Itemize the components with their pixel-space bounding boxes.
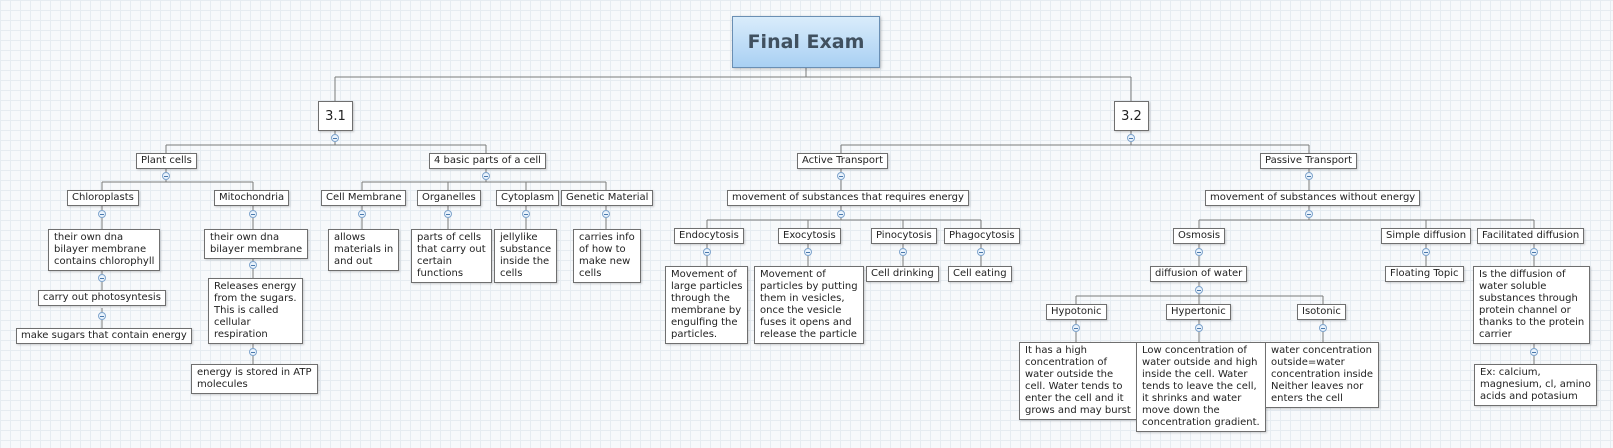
collapse-toggle-facilitated-note[interactable] bbox=[1530, 348, 1538, 356]
collapse-toggle-osmosis[interactable] bbox=[1195, 248, 1203, 256]
note-photosynthesis[interactable]: carry out photosyntesis bbox=[38, 290, 166, 306]
note-make-sugars[interactable]: make sugars that contain energy bbox=[16, 328, 192, 344]
topic-organelles[interactable]: Organelles bbox=[417, 190, 481, 206]
collapse-toggle-exocytosis[interactable] bbox=[804, 248, 812, 256]
note-facilitated-examples[interactable]: Ex: calcium, magnesium, cl, amino acids … bbox=[1474, 364, 1597, 406]
note-passive-definition[interactable]: movement of substances without energy bbox=[1205, 190, 1421, 206]
note-active-definition[interactable]: movement of substances that requires ene… bbox=[727, 190, 969, 206]
collapse-toggle-chloroplasts[interactable] bbox=[98, 210, 106, 218]
collapse-toggle-pinocytosis[interactable] bbox=[899, 248, 907, 256]
topic-genetic-material[interactable]: Genetic Material bbox=[561, 190, 654, 206]
topic-hypotonic[interactable]: Hypotonic bbox=[1046, 304, 1107, 320]
root-topic[interactable]: Final Exam bbox=[732, 16, 880, 68]
topic-isotonic[interactable]: Isotonic bbox=[1297, 304, 1346, 320]
collapse-toggle-phagocytosis[interactable] bbox=[977, 248, 985, 256]
collapse-toggle-mitochondria[interactable] bbox=[249, 210, 257, 218]
topic-facilitated-diffusion[interactable]: Facilitated diffusion bbox=[1477, 228, 1585, 244]
topic-exocytosis[interactable]: Exocytosis bbox=[778, 228, 841, 244]
collapse-toggle-active[interactable] bbox=[837, 172, 845, 180]
topic-mitochondria[interactable]: Mitochondria bbox=[214, 190, 290, 206]
collapse-toggle-passive-def[interactable] bbox=[1305, 210, 1313, 218]
collapse-toggle-photosynthesis[interactable] bbox=[98, 312, 106, 320]
note-membrane[interactable]: allows materials in and out bbox=[328, 229, 400, 271]
collapse-toggle-hypertonic[interactable] bbox=[1195, 324, 1203, 332]
section-3-2[interactable]: 3.2 bbox=[1114, 101, 1149, 131]
collapse-toggle-3-1[interactable] bbox=[331, 134, 339, 142]
topic-cell-membrane[interactable]: Cell Membrane bbox=[321, 190, 407, 206]
topic-simple-diffusion[interactable]: Simple diffusion bbox=[1381, 228, 1472, 244]
topic-plant-cells[interactable]: Plant cells bbox=[136, 153, 197, 169]
topic-chloroplasts[interactable]: Chloroplasts bbox=[67, 190, 139, 206]
collapse-toggle-simple[interactable] bbox=[1422, 248, 1430, 256]
collapse-toggle-cytoplasm[interactable] bbox=[522, 210, 530, 218]
topic-endocytosis[interactable]: Endocytosis bbox=[674, 228, 744, 244]
topic-basic-parts[interactable]: 4 basic parts of a cell bbox=[429, 153, 546, 169]
collapse-toggle-active-def[interactable] bbox=[837, 210, 845, 218]
collapse-toggle-releases[interactable] bbox=[249, 348, 257, 356]
collapse-toggle-chloro-note[interactable] bbox=[98, 274, 106, 282]
topic-cytoplasm[interactable]: Cytoplasm bbox=[496, 190, 560, 206]
note-exocytosis[interactable]: Movement of particles by putting them in… bbox=[754, 266, 864, 344]
note-facilitated[interactable]: Is the diffusion of water soluble substa… bbox=[1473, 266, 1591, 344]
note-phagocytosis[interactable]: Cell eating bbox=[948, 266, 1012, 282]
note-cytoplasm[interactable]: jellylike substance inside the cells bbox=[494, 229, 558, 283]
collapse-toggle-organelles[interactable] bbox=[444, 210, 452, 218]
note-organelles[interactable]: parts of cells that carry out certain fu… bbox=[411, 229, 492, 283]
note-hypotonic[interactable]: It has a high concentration of water out… bbox=[1019, 342, 1137, 420]
note-osmosis-definition[interactable]: diffusion of water bbox=[1150, 266, 1248, 282]
topic-phagocytosis[interactable]: Phagocytosis bbox=[944, 228, 1020, 244]
collapse-toggle-membrane[interactable] bbox=[358, 210, 366, 218]
collapse-toggle-mito-note[interactable] bbox=[249, 261, 257, 269]
note-hypertonic[interactable]: Low concentration of water outside and h… bbox=[1136, 342, 1266, 432]
collapse-toggle-passive[interactable] bbox=[1305, 172, 1313, 180]
note-genetic[interactable]: carries info of how to make new cells bbox=[573, 229, 641, 283]
topic-hypertonic[interactable]: Hypertonic bbox=[1166, 304, 1231, 320]
collapse-toggle-facilitated[interactable] bbox=[1530, 248, 1538, 256]
note-mitochondria-dna[interactable]: their own dna bilayer membrane bbox=[204, 229, 309, 259]
topic-passive-transport[interactable]: Passive Transport bbox=[1260, 153, 1358, 169]
collapse-toggle-isotonic[interactable] bbox=[1319, 324, 1327, 332]
note-isotonic[interactable]: water concentration outside=water concen… bbox=[1265, 342, 1380, 408]
topic-active-transport[interactable]: Active Transport bbox=[797, 153, 889, 169]
collapse-toggle-osmosis-def[interactable] bbox=[1195, 286, 1203, 294]
note-atp[interactable]: energy is stored in ATP molecules bbox=[191, 364, 318, 394]
collapse-toggle-plant-cells[interactable] bbox=[162, 172, 170, 180]
topic-osmosis[interactable]: Osmosis bbox=[1173, 228, 1226, 244]
collapse-toggle-basic-parts[interactable] bbox=[482, 172, 490, 180]
note-endocytosis[interactable]: Movement of large particles through the … bbox=[665, 266, 749, 344]
collapse-toggle-endocytosis[interactable] bbox=[703, 248, 711, 256]
note-pinocytosis[interactable]: Cell drinking bbox=[866, 266, 939, 282]
collapse-toggle-3-2[interactable] bbox=[1127, 134, 1135, 142]
note-releases-energy[interactable]: Releases energy from the sugars. This is… bbox=[208, 278, 303, 344]
section-3-1[interactable]: 3.1 bbox=[318, 101, 353, 131]
collapse-toggle-genetic[interactable] bbox=[602, 210, 610, 218]
topic-pinocytosis[interactable]: Pinocytosis bbox=[871, 228, 937, 244]
note-floating-topic[interactable]: Floating Topic bbox=[1385, 266, 1464, 282]
collapse-toggle-hypotonic[interactable] bbox=[1072, 324, 1080, 332]
note-chloroplasts-dna[interactable]: their own dna bilayer membrane contains … bbox=[48, 229, 161, 271]
